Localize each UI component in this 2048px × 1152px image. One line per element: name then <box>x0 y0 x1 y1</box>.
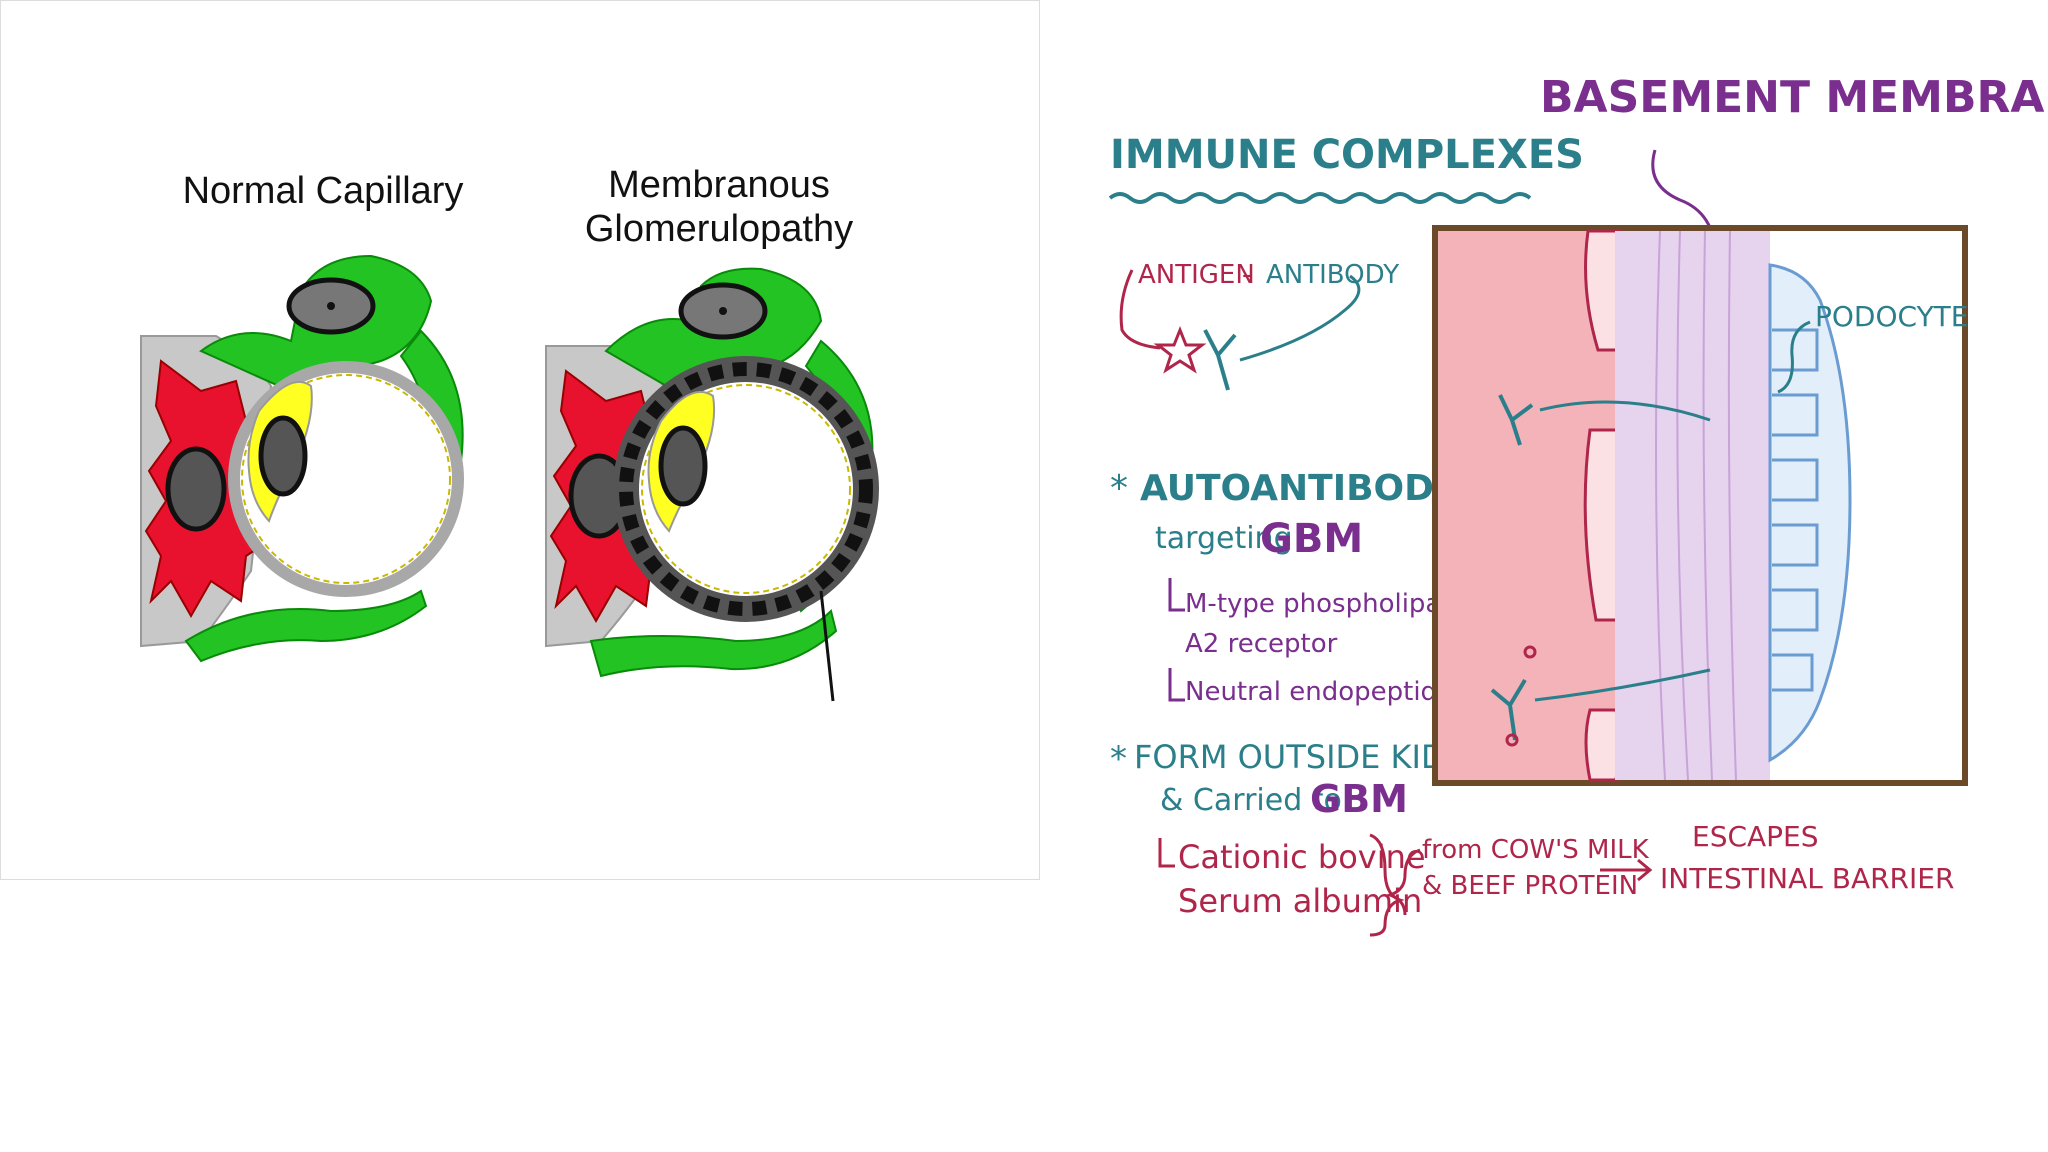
notes-svg: IMMUNE COMPLEXES ANTIGEN - ANTIBODY * AU… <box>1060 0 2048 1000</box>
membranous-title-line2: Glomerulopathy <box>585 208 853 250</box>
gbm-label-2: GBM <box>1310 777 1408 821</box>
from-line1: from COW'S MILK <box>1422 835 1650 865</box>
antigen-dash: - <box>1242 260 1251 290</box>
gbm-label-1: GBM <box>1260 516 1363 562</box>
m-type-line2: A2 receptor <box>1185 629 1338 659</box>
antibody-y-icon <box>1205 330 1235 390</box>
cationic-line1: Cationic bovine <box>1178 838 1426 876</box>
normal-capillary-title: Normal Capillary <box>183 170 464 212</box>
antigen-label: ANTIGEN <box>1138 260 1255 290</box>
normal-capillary-figure <box>141 256 463 661</box>
bullet-1: * <box>1110 468 1128 509</box>
antibody-label: ANTIBODY <box>1266 260 1399 290</box>
capillary-diagram-panel: Normal Capillary Membranous Glomerulopat… <box>0 0 1040 880</box>
basement-layer <box>1615 231 1770 780</box>
bullet-2: * <box>1110 739 1127 779</box>
from-line2: & BEEF PROTEIN <box>1422 871 1638 901</box>
escapes-line1: ESCAPES <box>1692 820 1819 853</box>
podocyte-label: PODOCYTE <box>1815 300 1968 333</box>
notes-panel: IMMUNE COMPLEXES ANTIGEN - ANTIBODY * AU… <box>1060 0 2048 1000</box>
membranous-figure <box>546 269 872 701</box>
immune-complexes-heading: IMMUNE COMPLEXES <box>1110 132 1584 178</box>
m-type-line1: M-type phospholipase <box>1185 589 1471 619</box>
membranous-title-line1: Membranous <box>608 164 830 206</box>
capillary-diagram-svg: Normal Capillary Membranous Glomerulopat… <box>1 1 1041 881</box>
antigen-star-icon <box>1158 330 1202 370</box>
basement-membrane-title: BASEMENT MEMBRANE <box>1540 72 2048 123</box>
escapes-line2: INTESTINAL BARRIER <box>1660 862 1954 895</box>
wavy-underline <box>1110 194 1530 202</box>
